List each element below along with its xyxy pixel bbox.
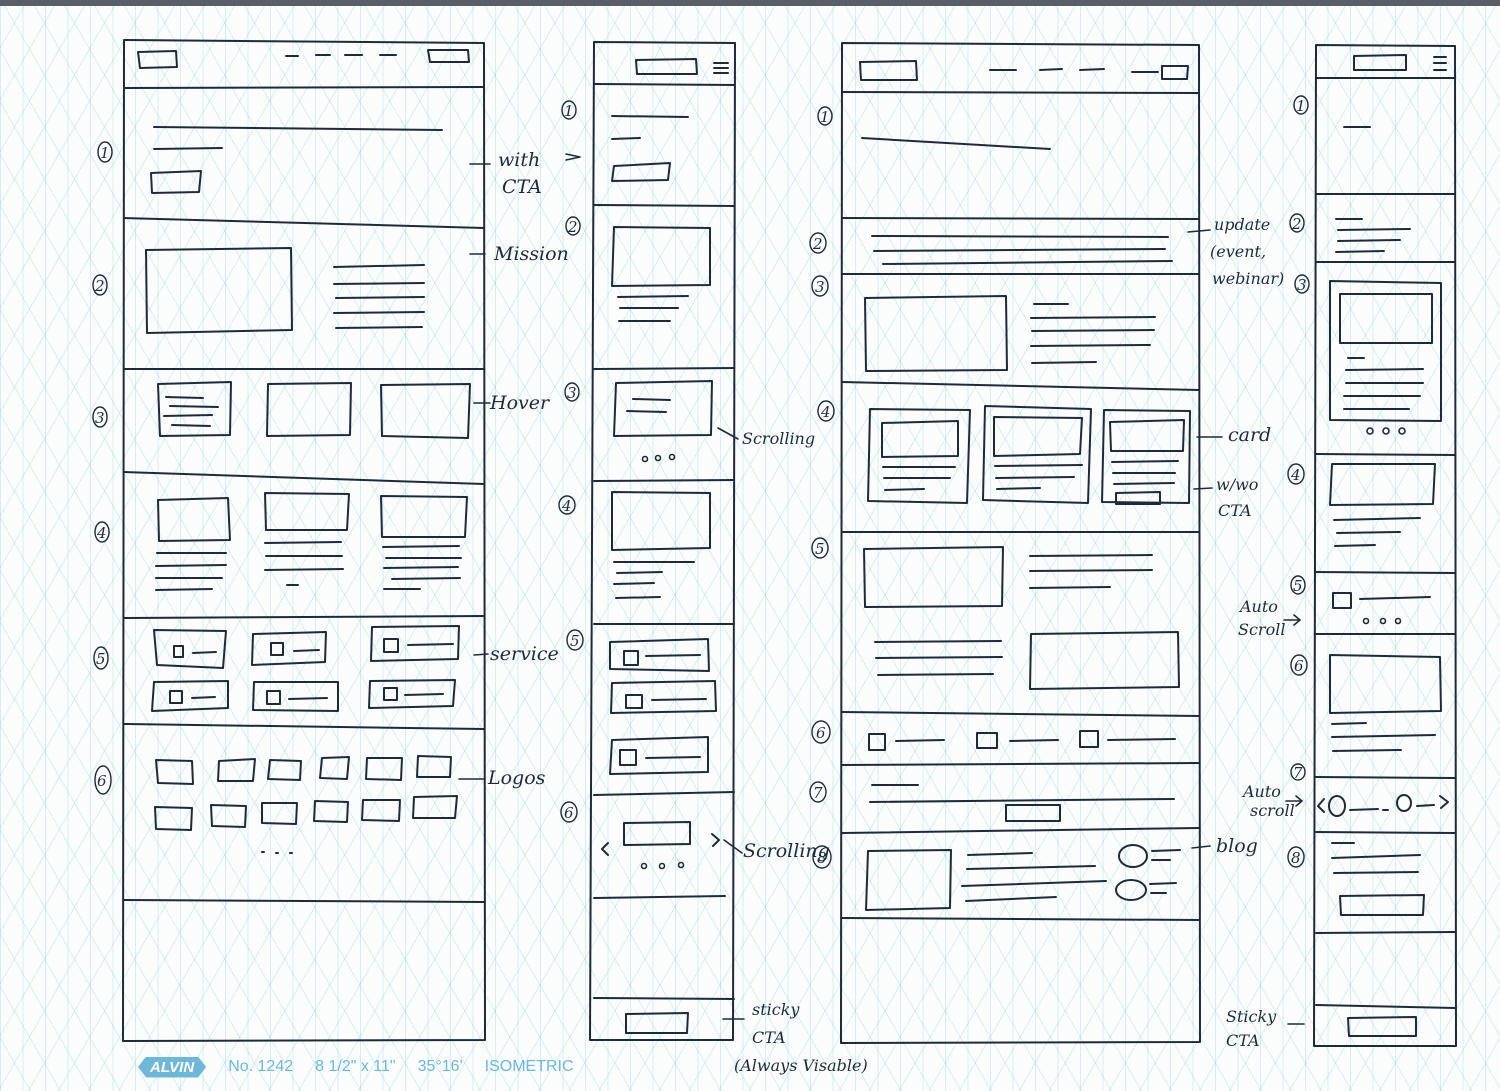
note-sticky: Sticky — [1226, 1007, 1277, 1026]
note-mission: Mission — [493, 243, 569, 265]
svg-text:7: 7 — [1293, 764, 1303, 782]
note-logos: Logos — [487, 767, 546, 789]
wireframe-desktop-v2: 1 2 3 4 5 6 7 8 — [809, 42, 1201, 1044]
svg-text:1: 1 — [564, 102, 574, 120]
svg-text:5: 5 — [570, 632, 580, 650]
note-auto: Auto — [1238, 597, 1278, 616]
note-sticky: sticky — [752, 1000, 800, 1019]
svg-text:6: 6 — [564, 804, 574, 822]
svg-text:7: 7 — [813, 784, 823, 802]
svg-text:3: 3 — [815, 278, 825, 296]
svg-text:2: 2 — [567, 218, 578, 236]
note-blog: blog — [1216, 835, 1258, 857]
note-hover: Hover — [489, 392, 551, 414]
svg-text:8: 8 — [817, 849, 827, 867]
note-always-visible: (Always Visable) — [734, 1056, 868, 1075]
section-numbers-desktop-v2: 1 2 3 4 5 6 7 8 — [809, 106, 835, 869]
svg-text:5: 5 — [815, 540, 825, 558]
paper-size: 8 1/2" x 11" — [315, 1058, 396, 1075]
annotations-mobile-v2: Auto Scroll Auto scroll Sticky CTA — [1226, 597, 1305, 1050]
note-cta: CTA — [1226, 1031, 1260, 1050]
note-service: service — [490, 643, 559, 665]
note-cta: CTA — [1218, 501, 1252, 520]
note-wwo: w/wo — [1216, 475, 1258, 494]
svg-text:6: 6 — [816, 724, 826, 742]
grid-type: ISOMETRIC — [484, 1058, 574, 1075]
section-numbers-desktop-v1: 1 2 3 4 5 6 — [92, 141, 113, 795]
svg-text:5: 5 — [1293, 577, 1303, 595]
annotations-desktop-v1: with CTA Mission Hover service Logos — [458, 149, 581, 789]
paper-footer: ALVIN No. 1242 8 1/2" x 11" 35°16' ISOME… — [138, 1052, 574, 1082]
wireframe-desktop-v1: 1 2 3 4 5 6 — [92, 39, 486, 1042]
section-numbers-mobile-v1: 1 2 3 4 5 6 — [558, 100, 584, 823]
svg-text:3: 3 — [567, 384, 577, 402]
svg-text:3: 3 — [95, 409, 105, 427]
wireframe-mobile-v1: 1 2 3 4 5 6 — [558, 41, 736, 1041]
svg-text:6: 6 — [97, 772, 107, 790]
scan-edge — [0, 0, 1500, 6]
svg-text:1: 1 — [1296, 97, 1306, 115]
note-scrolling: Scrolling — [743, 840, 830, 862]
svg-text:2: 2 — [94, 277, 105, 295]
note-update: update — [1214, 215, 1270, 234]
brand-logo: ALVIN — [138, 1056, 207, 1078]
svg-text:6: 6 — [1294, 657, 1304, 675]
note-scroll: Scroll — [1238, 620, 1285, 639]
grid-angle: 35°16' — [417, 1058, 463, 1075]
note-auto: Auto — [1241, 782, 1281, 801]
note-scroll: scroll — [1250, 801, 1295, 820]
svg-text:8: 8 — [1291, 849, 1301, 867]
note-webinar: webinar) — [1212, 269, 1284, 288]
note-event: (event, — [1210, 242, 1266, 261]
annotations-desktop-v2: update (event, webinar) card w/wo CTA bl… — [1187, 215, 1284, 857]
svg-text:3: 3 — [1297, 276, 1307, 294]
svg-text:2: 2 — [1291, 215, 1302, 233]
svg-text:4: 4 — [96, 524, 107, 542]
svg-text:5: 5 — [96, 650, 106, 668]
svg-text:1: 1 — [820, 108, 830, 126]
svg-text:2: 2 — [812, 235, 823, 253]
note-scrolling: Scrolling — [742, 429, 815, 448]
svg-text:4: 4 — [820, 403, 831, 421]
wireframe-mobile-v2: 1 2 3 4 5 6 7 8 — [1287, 44, 1457, 1047]
section-numbers-mobile-v2: 1 2 3 4 5 6 7 8 — [1287, 95, 1310, 868]
svg-text:4: 4 — [561, 497, 572, 515]
svg-text:1: 1 — [100, 144, 110, 162]
product-number: No. 1242 — [228, 1058, 294, 1075]
annotations-mobile-v1: Scrolling Scrolling sticky CTA (Always V… — [717, 427, 868, 1075]
note-cta: CTA — [752, 1028, 786, 1047]
svg-text:4: 4 — [1290, 466, 1301, 484]
note-cta: CTA — [502, 176, 542, 198]
note-card: card — [1228, 424, 1271, 446]
note-with: with — [498, 149, 540, 171]
